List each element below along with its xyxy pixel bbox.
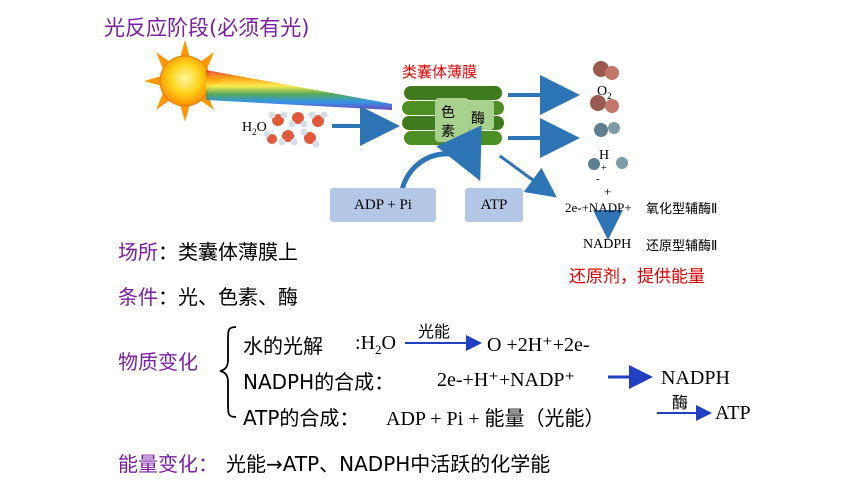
water-formula: H2O bbox=[242, 120, 267, 137]
hydrogen-ion-formula: H bbox=[599, 148, 610, 163]
conditions-value: ：光、色素、酶 bbox=[158, 285, 298, 309]
sun-icon bbox=[144, 40, 226, 122]
arrow-adp-to-atp bbox=[399, 125, 482, 191]
enzyme-arrow-label: 酶 bbox=[672, 393, 689, 412]
conditions-label: 条件 bbox=[118, 285, 158, 309]
energy-change-row: 能量变化： 光能→ATP、NADPH中活跃的化学能 bbox=[118, 448, 550, 477]
minus-sign: - bbox=[596, 173, 600, 185]
pigment-label-1: 色 bbox=[441, 105, 455, 121]
arrow-to-electrons bbox=[499, 154, 557, 198]
pigment-label-2: 素 bbox=[441, 124, 455, 140]
page-title: 光反应阶段(必须有光) bbox=[104, 16, 310, 40]
light-beam bbox=[206, 70, 392, 110]
adp-pi-box: ADP + Pi bbox=[330, 188, 436, 222]
oxidized-coenzyme-label: 氧化型辅酶Ⅱ bbox=[646, 202, 718, 217]
oxygen-formula: O2 bbox=[597, 84, 612, 101]
enzyme-label: 酶 bbox=[471, 111, 485, 127]
nadph-synthesis-name: NADPH的合成： bbox=[243, 370, 395, 394]
reduced-coenzyme-label: 还原型辅酶Ⅱ bbox=[646, 239, 718, 254]
site-value: ：类囊体薄膜上 bbox=[158, 240, 298, 264]
site-label: 场所 bbox=[118, 240, 158, 264]
site-row: 场所：类囊体薄膜上 bbox=[118, 236, 298, 265]
nadph-label: NADPH bbox=[583, 237, 632, 252]
reductant-note: 还原剂，提供能量 bbox=[569, 267, 705, 287]
atp-synthesis-product: ATP bbox=[715, 402, 751, 424]
water-photolysis-name: 水的光解 bbox=[243, 334, 323, 358]
hydrogen-ion-icon bbox=[588, 122, 628, 170]
energy-change-value: 光能→ATP、NADPH中活跃的化学能 bbox=[226, 452, 551, 476]
water-photolysis-product: O +2H⁺+2e- bbox=[487, 334, 590, 356]
nadph-synthesis-product: NADPH bbox=[661, 367, 730, 389]
oxygen-molecule-icon bbox=[590, 61, 619, 113]
conditions-row: 条件：光、色素、酶 bbox=[118, 281, 298, 310]
nadph-synthesis-reactant: 2e-+H⁺+NADP⁺ bbox=[437, 369, 576, 391]
water-molecules-icon bbox=[264, 111, 328, 148]
water-photolysis-row: 水的光解 bbox=[243, 330, 323, 359]
atp-synthesis-reactant: ADP + Pi + 能量（光能） bbox=[386, 408, 605, 430]
energy-change-label: 能量变化： bbox=[118, 452, 218, 476]
atp-synthesis-name: ATP的合成： bbox=[243, 406, 360, 430]
electron-nadp-label: 2e-+NADP+ bbox=[565, 200, 632, 215]
thylakoid-membrane-label: 类囊体薄膜 bbox=[402, 63, 478, 81]
plus-sign: + bbox=[604, 184, 612, 199]
material-change-brace bbox=[219, 326, 237, 418]
light-energy-arrow-label: 光能 bbox=[418, 322, 451, 341]
hydrogen-ion-charge: + bbox=[601, 163, 607, 174]
atp-box: ATP bbox=[465, 188, 523, 222]
material-change-label: 物质变化 bbox=[118, 350, 198, 374]
water-photolysis-reactant: :H2O bbox=[355, 332, 396, 357]
